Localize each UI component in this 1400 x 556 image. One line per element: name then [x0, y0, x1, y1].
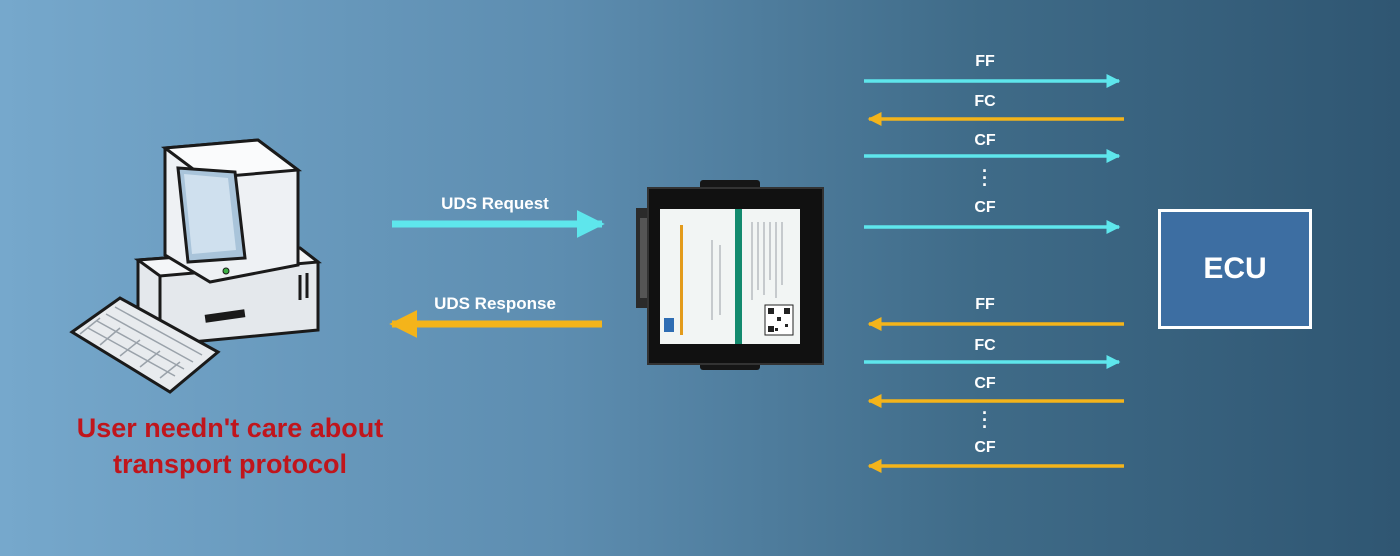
- uds-response-label: UDS Response: [434, 294, 556, 313]
- bottom-ellipsis-icon: ···: [982, 403, 988, 437]
- caption: User needn't care about transport protoc…: [30, 410, 430, 482]
- computer-icon: [69, 138, 322, 394]
- caption-line-2: transport protocol: [113, 449, 347, 479]
- gateway-device-icon: [636, 180, 824, 370]
- top-cf-label-2: CF: [974, 199, 996, 216]
- bottom-ff-label: FF: [975, 296, 995, 313]
- bottom-cf-label-1: CF: [974, 375, 996, 392]
- top-fc-label: FC: [974, 93, 996, 110]
- top-ellipsis-icon: ···: [982, 161, 988, 195]
- caption-line-1: User needn't care about: [76, 413, 384, 443]
- uds-request-label: UDS Request: [441, 194, 549, 213]
- ecu-label: ECU: [1203, 252, 1267, 285]
- ecu-box: ECU: [1158, 209, 1312, 329]
- top-cf-label-1: CF: [974, 132, 996, 149]
- bottom-cf-label-2: CF: [974, 439, 996, 456]
- top-ff-label: FF: [975, 53, 995, 70]
- bottom-fc-label: FC: [974, 337, 996, 354]
